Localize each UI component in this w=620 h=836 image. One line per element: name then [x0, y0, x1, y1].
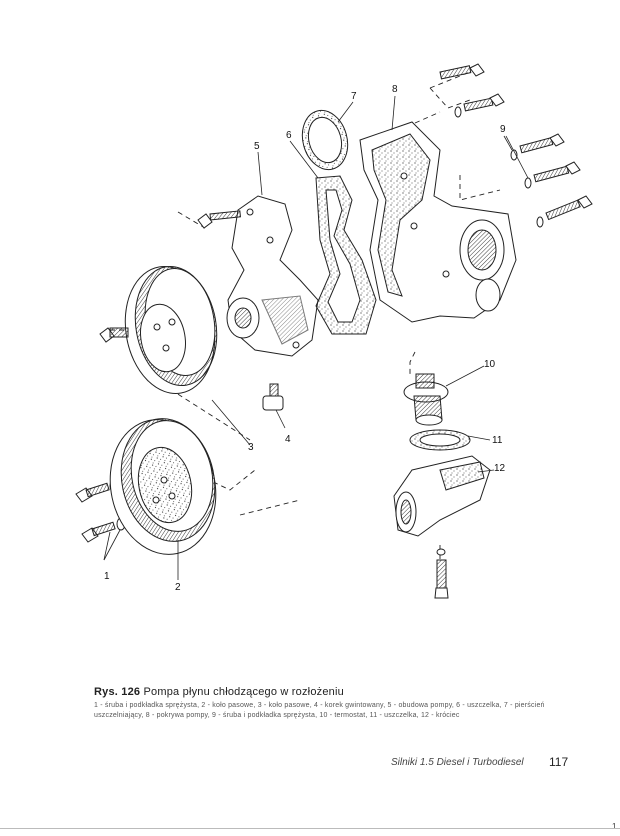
figure-title: Pompa płynu chłodzącego w rozłożeniu — [143, 686, 344, 698]
callout-10: 10 — [484, 359, 496, 370]
callout-5: 5 — [254, 141, 260, 152]
page-edge-rule — [0, 828, 620, 829]
figure-caption: Rys. 126 Pompa płynu chłodzącego w rozło… — [94, 682, 574, 700]
callout-12: 12 — [494, 463, 506, 474]
callout-2: 2 — [175, 582, 181, 593]
callout-3: 3 — [248, 442, 254, 453]
corner-mark: 1 — [612, 822, 617, 831]
callout-8: 8 — [392, 84, 398, 95]
running-title: Silniki 1.5 Diesel i Turbodiesel — [391, 757, 524, 768]
callout-11: 11 — [492, 435, 503, 446]
bolts-9 — [439, 63, 593, 228]
bolt-9e — [536, 195, 593, 228]
page-number: 117 — [549, 755, 569, 769]
sealing-ring — [301, 109, 349, 171]
pulley-lower — [109, 418, 217, 555]
bolt-9c — [510, 133, 565, 161]
bolt-9d — [524, 161, 581, 189]
bolt-elbow — [434, 548, 449, 599]
callout-1: 1 — [104, 571, 110, 582]
figure-legend: 1 - śruba i podkładka sprężysta, 2 - koł… — [94, 702, 545, 719]
callout-7: 7 — [351, 91, 357, 102]
outlet-elbow — [393, 455, 491, 537]
figure-number: Rys. 126 — [94, 686, 141, 698]
thermostat — [403, 373, 449, 426]
threaded-plug — [262, 383, 284, 411]
gasket-6 — [315, 175, 377, 335]
pulley-upper — [124, 266, 218, 394]
leader-lines — [103, 95, 529, 580]
callout-4: 4 — [285, 434, 291, 445]
exploded-diagram-water-pump: 1 2 3 4 5 6 7 8 9 10 11 12 — [75, 63, 593, 599]
callout-9: 9 — [500, 124, 506, 135]
bolt-pulley — [99, 327, 129, 343]
bolt-housing — [197, 210, 242, 229]
pump-cover — [359, 121, 517, 323]
bolt-1b — [81, 517, 126, 543]
bolt-9a — [439, 63, 485, 80]
pump-housing — [226, 195, 319, 357]
callout-6: 6 — [286, 130, 292, 141]
bolt-9b — [454, 93, 505, 118]
gasket-11 — [409, 429, 471, 451]
